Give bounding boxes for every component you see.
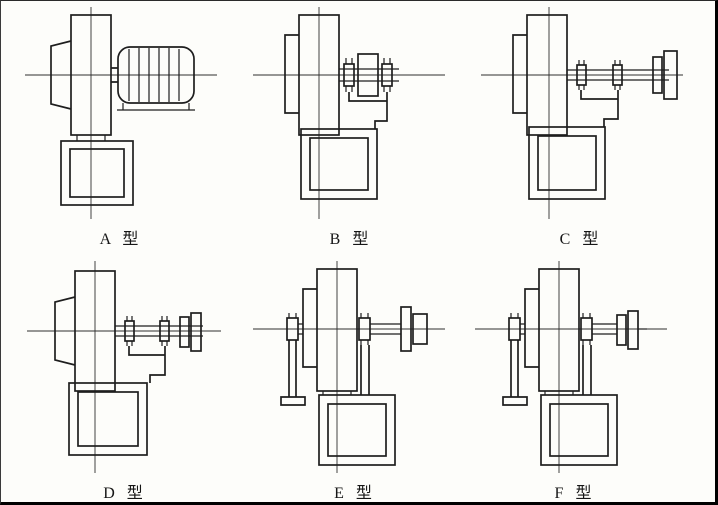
base-pedestal (528, 126, 606, 200)
diagram-cell-b: B 型 (241, 5, 466, 249)
centerlines (27, 261, 221, 473)
fan-type-f-drawing (475, 261, 667, 473)
bearing-bracket (580, 90, 619, 127)
shaft-and-pulley (339, 53, 399, 97)
base-pedestal (68, 382, 148, 456)
fan-type-c-drawing (481, 7, 683, 219)
diagram-cell-c: C 型 (471, 5, 696, 249)
coupling (179, 312, 202, 352)
fan-type-d-drawing (27, 261, 221, 473)
right-support (580, 313, 593, 395)
fan-housing (284, 14, 340, 136)
end-pulley (652, 50, 678, 100)
fan-type-b-drawing (253, 7, 445, 219)
fan-housing (50, 14, 112, 136)
diagram-label-d: D 型 (103, 485, 147, 502)
diagram-cell-d: D 型 (15, 259, 240, 502)
shaft-and-coupling (592, 310, 647, 350)
fan-type-e-drawing (253, 261, 445, 473)
fan-housing (54, 270, 116, 392)
left-support (502, 313, 528, 406)
bearing-bracket (348, 92, 388, 129)
fan-housing (512, 14, 568, 136)
base-pedestal (60, 135, 134, 206)
fan-housing (302, 268, 358, 392)
centerlines (481, 7, 683, 219)
diagram-label-c: C 型 (559, 231, 603, 248)
centerlines (25, 7, 217, 219)
fan-housing (524, 268, 580, 392)
base-pedestal (300, 128, 378, 200)
shaft-and-pulley (370, 306, 428, 352)
bearing-bracket (128, 346, 166, 383)
diagram-label-a: A 型 (99, 231, 143, 248)
diagram-cell-a: A 型 (11, 5, 236, 249)
fan-type-a-drawing (25, 7, 217, 219)
diagram-cell-f: F 型 (465, 259, 690, 502)
motor (111, 46, 195, 111)
diagram-cell-e: E 型 (245, 259, 470, 502)
centerlines (253, 261, 445, 473)
centerlines (475, 261, 667, 473)
diagram-label-b: B 型 (329, 231, 373, 248)
diagram-label-f: F 型 (554, 485, 596, 502)
right-support (358, 313, 371, 395)
base-pedestal (318, 391, 396, 466)
diagram-label-e: E 型 (334, 485, 376, 502)
shaft-and-bearings (567, 60, 669, 90)
base-pedestal (540, 391, 618, 466)
left-support (280, 313, 306, 406)
centerlines (253, 7, 445, 219)
